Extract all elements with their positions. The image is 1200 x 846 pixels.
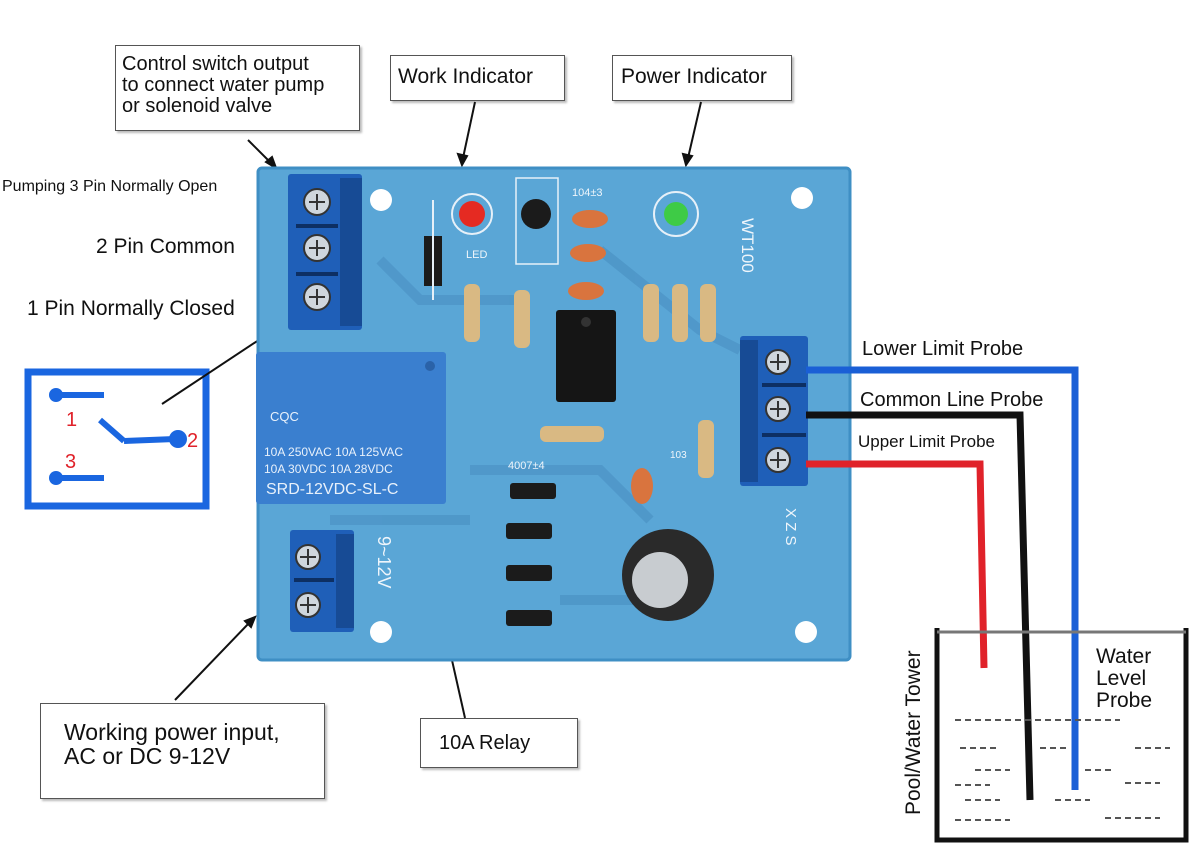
cap-code: 104±3 bbox=[572, 187, 603, 199]
mount-hole bbox=[370, 621, 392, 643]
ceramic-capacitor bbox=[570, 244, 606, 262]
common-line-wire bbox=[806, 411, 1034, 801]
pin3-label: Pumping 3 Pin Normally Open bbox=[2, 178, 218, 195]
ceramic-capacitor bbox=[568, 282, 604, 300]
control-output-callout: Control switch output to connect water p… bbox=[115, 45, 360, 131]
work-indicator-callout: Work Indicator bbox=[390, 55, 565, 101]
mount-hole bbox=[795, 621, 817, 643]
work-led: LED bbox=[451, 193, 493, 261]
transistor bbox=[521, 199, 551, 229]
relay: CQC 10A 250VAC 10A 125VAC 10A 30VDC 10A … bbox=[256, 352, 446, 504]
switch-number-1: 1 bbox=[66, 409, 77, 431]
resistors bbox=[464, 284, 716, 478]
upper-limit-probe-label: Upper Limit Probe bbox=[858, 432, 996, 451]
probe-terminal-block bbox=[740, 336, 808, 486]
rectifier-diodes: 4007±4 bbox=[506, 460, 556, 626]
switch-number-3: 3 bbox=[65, 451, 76, 473]
relay-switch-symbol: 1 2 3 bbox=[24, 368, 210, 510]
power-indicator-callout: Power Indicator bbox=[612, 55, 792, 101]
probe-wires bbox=[806, 366, 1079, 801]
capacitor-103 bbox=[631, 468, 653, 504]
probe-letters: X Z S bbox=[782, 508, 799, 546]
input-voltage-label: 9~12V bbox=[374, 536, 394, 589]
mount-hole bbox=[370, 189, 392, 211]
board-model: WT100 bbox=[738, 218, 757, 273]
relay-rating-2: 10A 30VDC 10A 28VDC bbox=[264, 462, 393, 476]
relay-model: SRD-12VDC-SL-C bbox=[266, 481, 398, 498]
upper-limit-wire bbox=[806, 460, 988, 669]
output-terminal-block bbox=[288, 174, 362, 330]
ceramic-capacitor bbox=[572, 210, 608, 228]
switch-contact-2 bbox=[169, 430, 187, 448]
cap103-label: 103 bbox=[670, 450, 687, 461]
relay-rating-1: 10A 250VAC 10A 125VAC bbox=[264, 445, 403, 459]
power-input-callout: Working power input, AC or DC 9-12V bbox=[40, 703, 325, 799]
common-line-probe-label: Common Line Probe bbox=[860, 389, 1044, 411]
water-tank bbox=[934, 628, 1189, 843]
electrolytic-capacitor bbox=[622, 529, 714, 621]
mount-hole bbox=[791, 187, 813, 209]
diode-code: 4007±4 bbox=[508, 460, 545, 472]
ic-chip bbox=[556, 310, 616, 402]
lower-limit-probe-label: Lower Limit Probe bbox=[862, 338, 1024, 360]
water-level-probe-label: Water Level Probe bbox=[1096, 645, 1153, 712]
pin1-label: 1 Pin Normally Closed bbox=[27, 297, 235, 320]
power-terminal-block bbox=[290, 530, 354, 632]
relay-callout: 10A Relay bbox=[420, 718, 578, 768]
power-led bbox=[653, 191, 699, 237]
switch-number-2: 2 bbox=[187, 430, 198, 452]
lower-limit-wire bbox=[806, 366, 1079, 790]
led-label: LED bbox=[466, 249, 487, 261]
pin2-label: 2 Pin Common bbox=[96, 235, 235, 258]
relay-brand: CQC bbox=[270, 409, 299, 424]
